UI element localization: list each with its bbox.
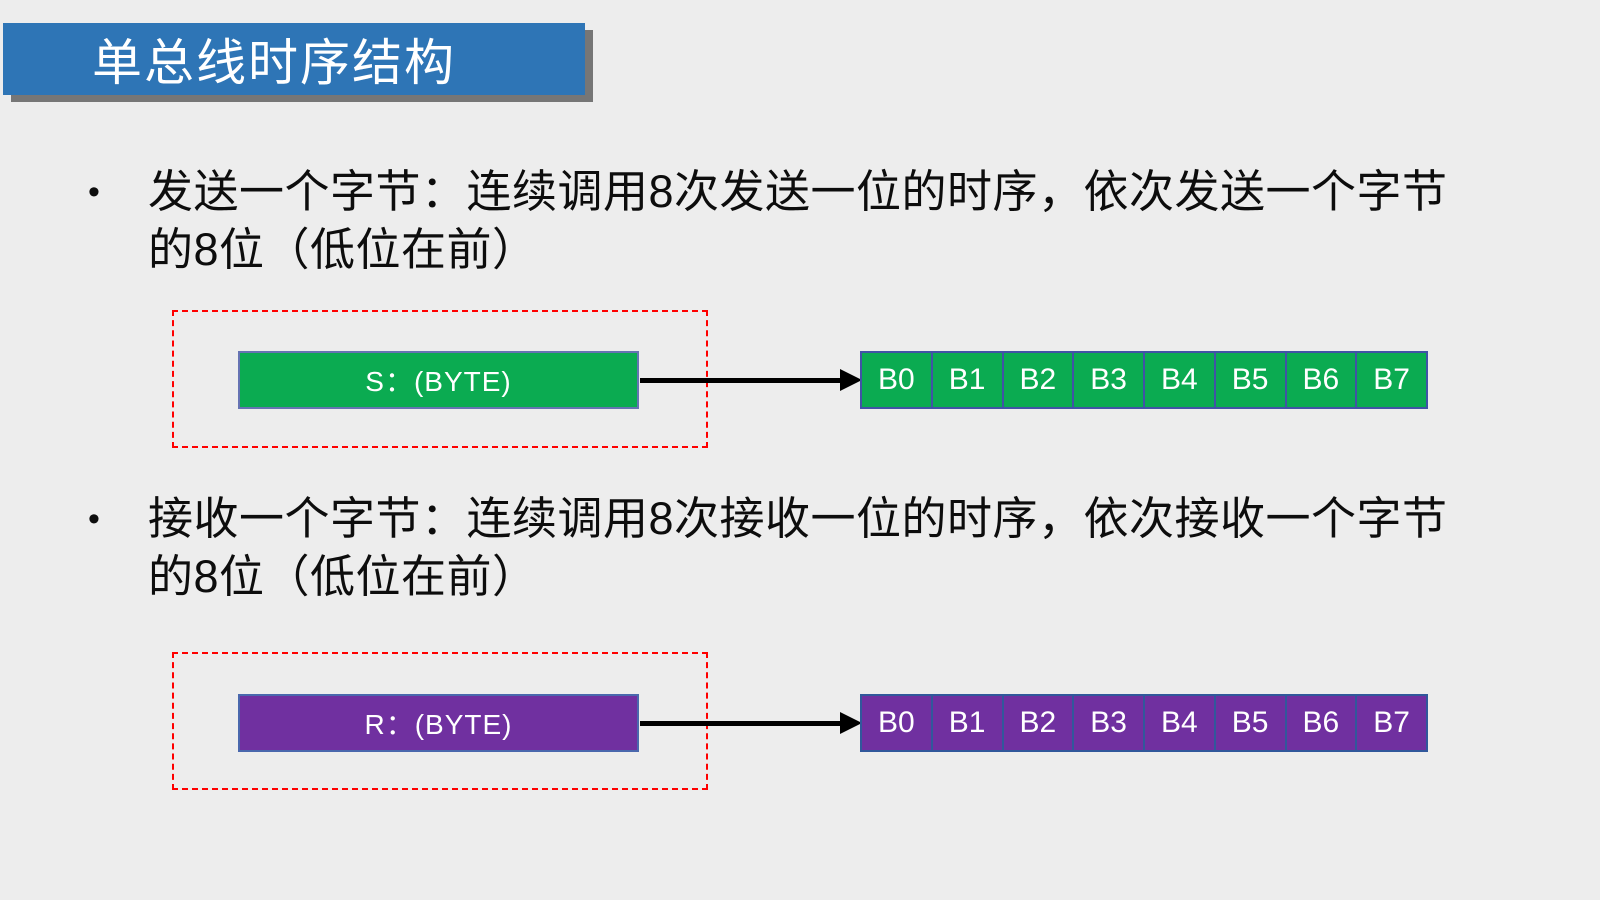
- bullet-marker: •: [88, 173, 100, 211]
- bullet-text-receive: 接收一个字节：连续调用8次接收一位的时序，依次接收一个字节的8位（低位在前）: [148, 493, 1448, 602]
- bullet-item-send: • 发送一个字节：连续调用8次发送一位的时序，依次发送一个字节的8位（低位在前）: [88, 163, 1488, 279]
- send-arrow-shaft: [640, 378, 841, 383]
- receive-arrow-shaft: [640, 721, 841, 726]
- bullet-text-send: 发送一个字节：连续调用8次发送一位的时序，依次发送一个字节的8位（低位在前）: [148, 166, 1448, 275]
- receive-source-label: R：(BYTE): [364, 709, 513, 740]
- bit-cell: B0: [860, 351, 932, 409]
- send-arrow-head-icon: [840, 369, 862, 391]
- bit-cell: B6: [1285, 694, 1357, 752]
- title-banner: 单总线时序结构: [3, 23, 585, 95]
- receive-source-box: R：(BYTE): [238, 694, 639, 752]
- bit-cell: B3: [1073, 694, 1144, 752]
- page-title: 单总线时序结构: [92, 35, 456, 91]
- bit-cell: B5: [1214, 351, 1286, 409]
- receive-bits-row: B0 B1 B2 B3 B4 B5 B6 B7: [860, 694, 1428, 752]
- send-bits-row: B0 B1 B2 B3 B4 B5 B6 B7: [860, 351, 1428, 409]
- bit-cell: B6: [1285, 351, 1357, 409]
- bit-cell: B4: [1144, 694, 1215, 752]
- send-source-label: S：(BYTE): [365, 366, 512, 397]
- bit-cell: B7: [1356, 351, 1428, 409]
- bit-cell: B2: [1002, 351, 1074, 409]
- bit-cell: B4: [1144, 351, 1215, 409]
- bullet-item-receive: • 接收一个字节：连续调用8次接收一位的时序，依次接收一个字节的8位（低位在前）: [88, 490, 1488, 606]
- bullet-marker: •: [88, 500, 100, 538]
- bit-cell: B1: [931, 351, 1003, 409]
- bit-cell: B7: [1356, 694, 1428, 752]
- bit-cell: B3: [1073, 351, 1144, 409]
- receive-arrow-head-icon: [840, 712, 862, 734]
- bit-cell: B0: [860, 694, 932, 752]
- bit-cell: B1: [931, 694, 1003, 752]
- bit-cell: B2: [1002, 694, 1074, 752]
- bit-cell: B5: [1214, 694, 1286, 752]
- send-source-box: S：(BYTE): [238, 351, 639, 409]
